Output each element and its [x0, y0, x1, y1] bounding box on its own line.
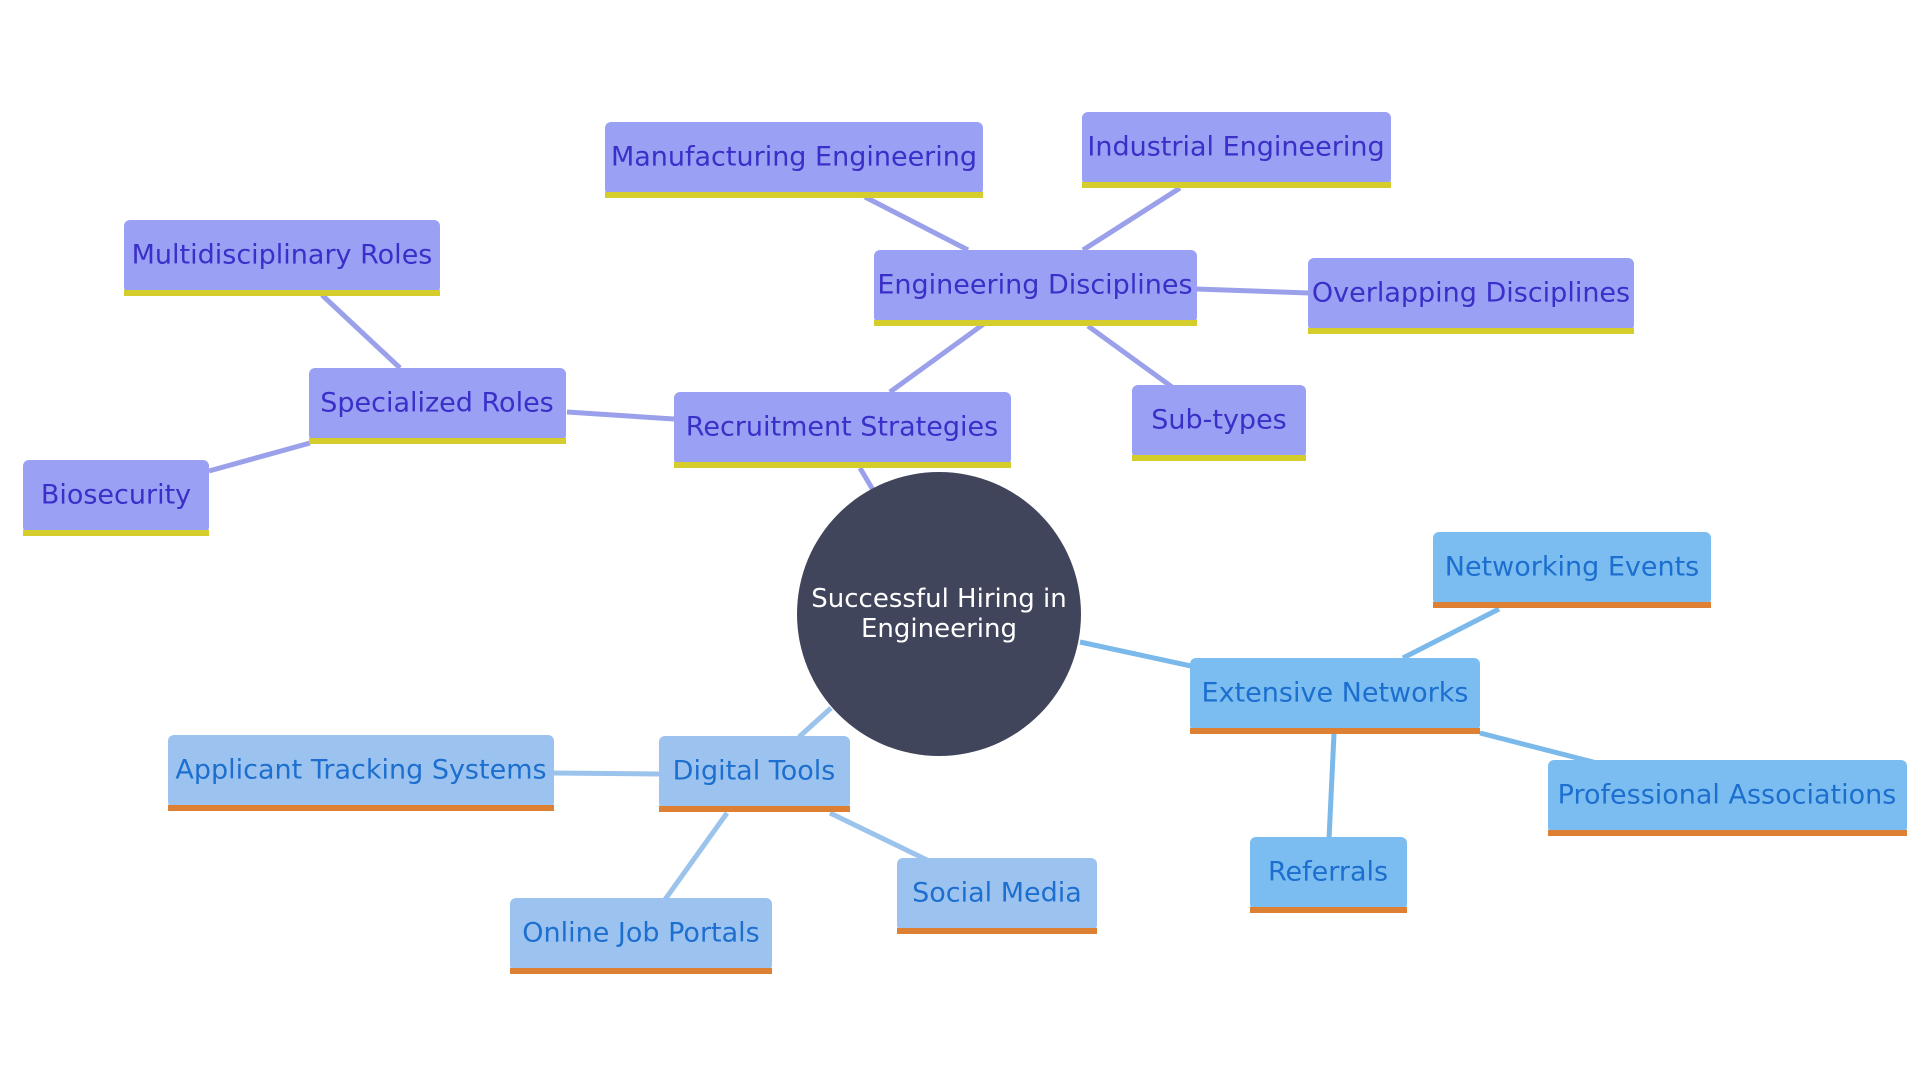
node-social-media[interactable]: Social Media [897, 858, 1097, 934]
node-referrals[interactable]: Referrals [1250, 837, 1407, 913]
node-online-job-portals[interactable]: Online Job Portals [510, 898, 772, 974]
node-applicant-tracking-systems[interactable]: Applicant Tracking Systems [168, 735, 554, 811]
node-engineering-disciplines[interactable]: Engineering Disciplines [874, 250, 1197, 326]
edge-center-recruitment [857, 466, 876, 492]
node-digital-tools[interactable]: Digital Tools [659, 736, 850, 812]
edge-center-digital [797, 706, 833, 739]
edge-specialized-biosecurity [208, 440, 311, 474]
node-label: Manufacturing Engineering [611, 142, 977, 173]
node-industrial-engineering[interactable]: Industrial Engineering [1082, 112, 1391, 188]
node-label: Multidisciplinary Roles [132, 240, 433, 271]
node-label: Extensive Networks [1202, 678, 1469, 709]
node-label: Professional Associations [1558, 780, 1897, 811]
edge-engineering-industrial [1081, 185, 1182, 253]
node-recruitment-strategies[interactable]: Recruitment Strategies [674, 392, 1011, 468]
edge-engineering-subtypes [1086, 323, 1174, 390]
node-label: Industrial Engineering [1087, 132, 1384, 163]
node-specialized-roles[interactable]: Specialized Roles [309, 368, 566, 444]
node-label: Specialized Roles [320, 388, 554, 419]
center-label-line2: Engineering [861, 614, 1017, 644]
center-circle [797, 472, 1081, 756]
node-biosecurity[interactable]: Biosecurity [23, 460, 209, 536]
node-sub-types[interactable]: Sub-types [1132, 385, 1306, 461]
edge-specialized-multidisciplinary [320, 293, 402, 370]
edge-center-extensive [1079, 639, 1192, 669]
edges [208, 185, 1598, 903]
node-label: Overlapping Disciplines [1312, 278, 1630, 309]
node-label: Biosecurity [41, 480, 191, 511]
node-label: Networking Events [1445, 552, 1699, 583]
edge-digital-applicant [552, 770, 660, 777]
edge-extensive-referrals [1326, 733, 1337, 840]
edge-digital-social [828, 810, 929, 863]
node-label: Social Media [912, 878, 1082, 909]
node-label: Applicant Tracking Systems [175, 755, 546, 786]
node-label: Digital Tools [673, 756, 836, 787]
node-professional-associations[interactable]: Professional Associations [1548, 760, 1907, 836]
node-label: Referrals [1268, 857, 1388, 888]
edge-recruitment-engineering [888, 320, 987, 395]
node-overlapping-disciplines[interactable]: Overlapping Disciplines [1308, 258, 1634, 334]
node-label: Sub-types [1151, 405, 1287, 436]
node-label: Online Job Portals [522, 918, 760, 949]
edge-digital-online [661, 811, 730, 903]
node-multidisciplinary-roles[interactable]: Multidisciplinary Roles [124, 220, 440, 296]
node-manufacturing-engineering[interactable]: Manufacturing Engineering [605, 122, 983, 198]
node-label: Recruitment Strategies [686, 412, 998, 443]
edge-extensive-professional [1479, 730, 1598, 766]
edge-extensive-networking [1401, 606, 1501, 661]
node-networking-events[interactable]: Networking Events [1433, 532, 1711, 608]
edge-engineering-overlapping [1195, 286, 1310, 296]
edge-recruitment-specialized [566, 409, 675, 422]
node-extensive-networks[interactable]: Extensive Networks [1190, 658, 1480, 734]
center-label-line1: Successful Hiring in [811, 584, 1066, 614]
node-label: Engineering Disciplines [877, 270, 1192, 301]
edge-engineering-manufacturing [863, 194, 970, 253]
center-node[interactable]: Successful Hiring in Engineering [797, 472, 1081, 756]
